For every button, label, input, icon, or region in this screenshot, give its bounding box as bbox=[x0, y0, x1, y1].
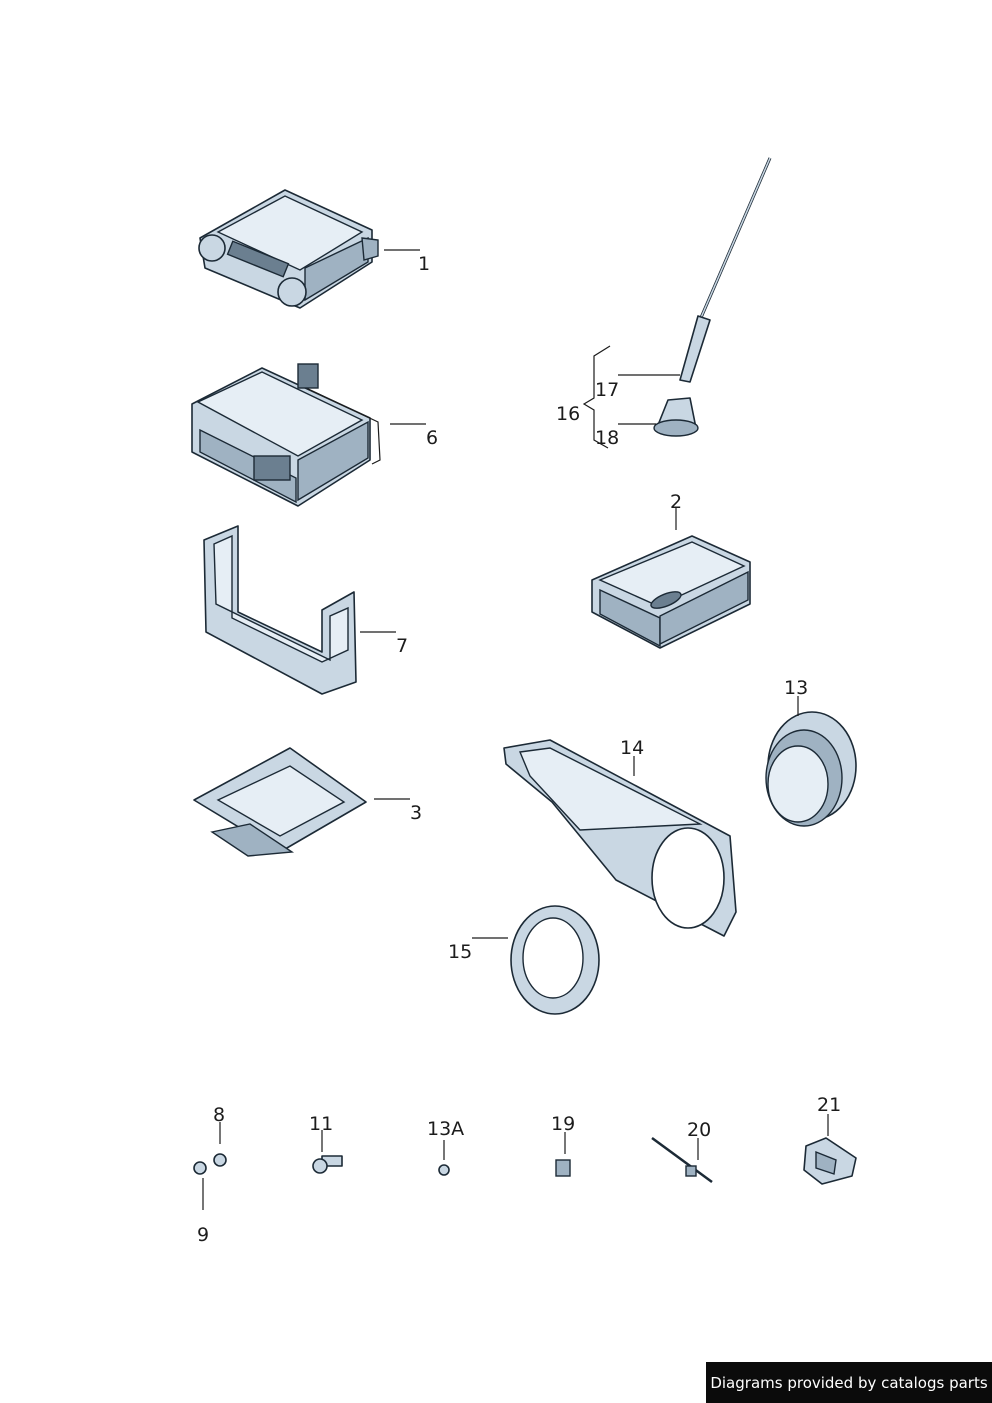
callout-14: 14 bbox=[620, 737, 644, 759]
callout-21: 21 bbox=[817, 1094, 841, 1116]
part-19-clip bbox=[555, 1159, 571, 1177]
credit-banner: Diagrams provided by catalogs parts bbox=[706, 1362, 992, 1403]
callout-11: 11 bbox=[309, 1113, 333, 1135]
callout-19: 19 bbox=[551, 1113, 575, 1135]
part-20-cable-tie bbox=[651, 1136, 713, 1184]
part-15-spacer-ring bbox=[510, 905, 600, 1015]
part-9-screw bbox=[193, 1161, 207, 1175]
part-8-nut bbox=[213, 1153, 227, 1167]
callout-18: 18 bbox=[595, 427, 619, 449]
callout-1: 1 bbox=[418, 253, 430, 275]
part-3-frame bbox=[193, 747, 367, 857]
part-21-holder bbox=[803, 1137, 857, 1185]
callout-15: 15 bbox=[448, 941, 472, 963]
callout-2: 2 bbox=[670, 491, 682, 513]
callout-13a: 13A bbox=[427, 1118, 464, 1140]
part-14-speaker-bracket bbox=[503, 739, 737, 937]
part-1-radio bbox=[198, 189, 379, 309]
part-11-bolt bbox=[312, 1155, 343, 1174]
callout-3: 3 bbox=[410, 802, 422, 824]
part-13-speaker bbox=[765, 711, 857, 827]
callout-16: 16 bbox=[556, 403, 580, 425]
callout-17: 17 bbox=[595, 379, 619, 401]
callout-7: 7 bbox=[396, 635, 408, 657]
callout-20: 20 bbox=[687, 1119, 711, 1141]
part-2-amplifier bbox=[591, 535, 751, 649]
part-6-cd-changer bbox=[191, 363, 381, 507]
part-18-antenna-base bbox=[653, 397, 699, 437]
part-7-bracket bbox=[203, 525, 357, 695]
callout-6: 6 bbox=[426, 427, 438, 449]
callout-13: 13 bbox=[784, 677, 808, 699]
part-13a-screw bbox=[438, 1164, 450, 1176]
callout-8: 8 bbox=[213, 1104, 225, 1126]
callout-9: 9 bbox=[197, 1224, 209, 1246]
part-17-antenna-rod bbox=[679, 157, 772, 383]
